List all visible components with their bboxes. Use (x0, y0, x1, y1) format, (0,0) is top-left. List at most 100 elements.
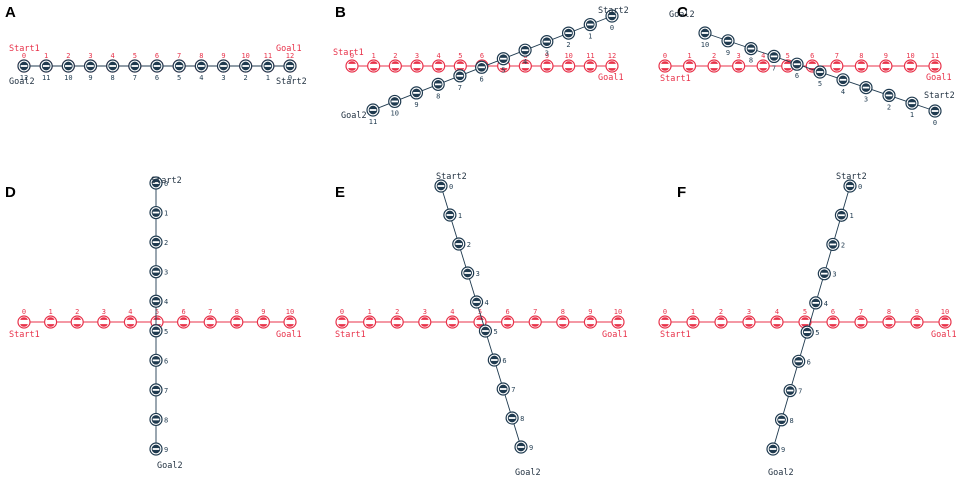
agent2-robot (128, 59, 142, 73)
agent1-step-label: 6 (181, 308, 185, 316)
agent2-robot (790, 57, 804, 71)
agent1-robot (363, 315, 377, 329)
agent1-robot (518, 59, 532, 73)
agent1-robot (770, 315, 784, 329)
agent1-step-label: 8 (887, 308, 891, 316)
agent2-step-label: 11 (42, 74, 50, 82)
agent2-robot (106, 59, 120, 73)
agent1-robot (583, 59, 597, 73)
agent1-robot (910, 315, 924, 329)
agent1-step-label: 3 (88, 52, 92, 60)
agent1-step-label: 2 (719, 308, 723, 316)
agent2-robot (605, 9, 619, 23)
agent1-robot (70, 315, 84, 329)
agent1-step-label: 2 (393, 52, 397, 60)
goal-1-label: Goal1 (931, 330, 957, 340)
agent2-path (440, 185, 522, 448)
agent2-step-label: 5 (815, 329, 819, 337)
agent1-robot (390, 315, 404, 329)
agent1-step-label: 0 (22, 308, 26, 316)
panel-letter: F (677, 184, 686, 201)
agent2-step-label: 4 (841, 88, 845, 96)
agent2-step-label: 0 (288, 74, 292, 82)
goal-1-label: Goal1 (926, 73, 952, 83)
agent2-step-label: 3 (221, 74, 225, 82)
panel-letter: B (335, 4, 346, 21)
goal-2-label: Goal2 (669, 10, 695, 20)
agent2-robot (469, 295, 484, 309)
agent2-robot (388, 94, 402, 109)
agent2-robot (149, 442, 163, 456)
agent1-step-label: 0 (22, 52, 26, 60)
agent1-robot (203, 315, 217, 329)
agent1-step-label: 5 (155, 308, 159, 316)
agent2-step-label: 7 (164, 387, 168, 395)
agent1-step-label: 5 (786, 52, 790, 60)
agent2-robot (443, 208, 457, 222)
agent2-step-label: 7 (798, 388, 802, 396)
agent1-step-label: 4 (775, 308, 779, 316)
agent2-step-label: 1 (164, 210, 168, 218)
agent1-step-label: 3 (747, 308, 751, 316)
agent2-robot (149, 324, 163, 338)
agent1-robot (658, 315, 672, 329)
agent2-step-label: 9 (781, 446, 785, 454)
agent2-robot (792, 354, 806, 368)
agent2-robot (518, 43, 532, 57)
agent2-robot (149, 265, 163, 279)
agent2-step-label: 12 (20, 74, 28, 82)
agent1-step-label: 4 (761, 52, 765, 60)
agent2-step-label: 10 (701, 41, 709, 49)
agent1-step-label: 9 (588, 308, 592, 316)
agent2-step-label: 11 (369, 118, 377, 126)
goal-2-label: Goal2 (157, 461, 183, 471)
goal-2-label: Goal2 (9, 77, 35, 87)
panel-letter: D (5, 184, 16, 201)
agent2-robot (774, 413, 789, 427)
agent2-step-label: 9 (164, 446, 168, 454)
start-1-label: Start1 (9, 44, 40, 54)
agent2-robot (834, 208, 849, 222)
agent2-step-label: 8 (111, 74, 115, 82)
agent2-path (372, 15, 613, 111)
agent2-step-label: 1 (849, 212, 853, 220)
agent2-step-label: 4 (199, 74, 203, 82)
agent2-robot (905, 96, 919, 110)
agent2-robot (882, 88, 896, 103)
agent2-robot (826, 237, 840, 252)
agent1-step-label: 12 (286, 52, 294, 60)
agent2-step-label: 2 (566, 41, 570, 49)
agent2-step-label: 6 (502, 357, 506, 365)
agent1-step-label: 5 (458, 52, 462, 60)
agent1-robot (445, 315, 459, 329)
agent1-step-label: 8 (859, 52, 863, 60)
agent2-step-label: 1 (910, 111, 914, 119)
panel-letter: C (677, 4, 688, 21)
agent2-step-label: 10 (64, 74, 72, 82)
agent2-robot (698, 26, 712, 40)
agent2-step-label: 0 (858, 183, 862, 191)
agent1-robot (97, 315, 111, 329)
agent1-step-label: 4 (437, 52, 441, 60)
agent1-step-label: 1 (48, 308, 52, 316)
start-2-label: Start2 (436, 172, 467, 182)
agent2-step-label: 3 (832, 271, 836, 279)
agent2-step-label: 2 (244, 74, 248, 82)
agent2-step-label: 9 (726, 49, 730, 57)
start-2-label: Start2 (924, 91, 955, 101)
agent2-step-label: 6 (155, 74, 159, 82)
agent1-robot (756, 59, 770, 73)
goal-1-label: Goal1 (276, 330, 302, 340)
agent2-step-label: 8 (749, 57, 753, 65)
agent1-robot (528, 315, 542, 329)
agent1-step-label: 8 (199, 52, 203, 60)
agent2-step-label: 2 (841, 241, 845, 249)
agent1-robot (707, 59, 721, 73)
agent2-step-label: 1 (588, 33, 592, 41)
agent1-step-label: 8 (235, 308, 239, 316)
agent1-robot (123, 315, 137, 329)
agent2-robot (83, 59, 98, 73)
agent1-robot (335, 315, 349, 329)
agent2-robot (149, 412, 163, 427)
agent1-step-label: 6 (480, 52, 484, 60)
